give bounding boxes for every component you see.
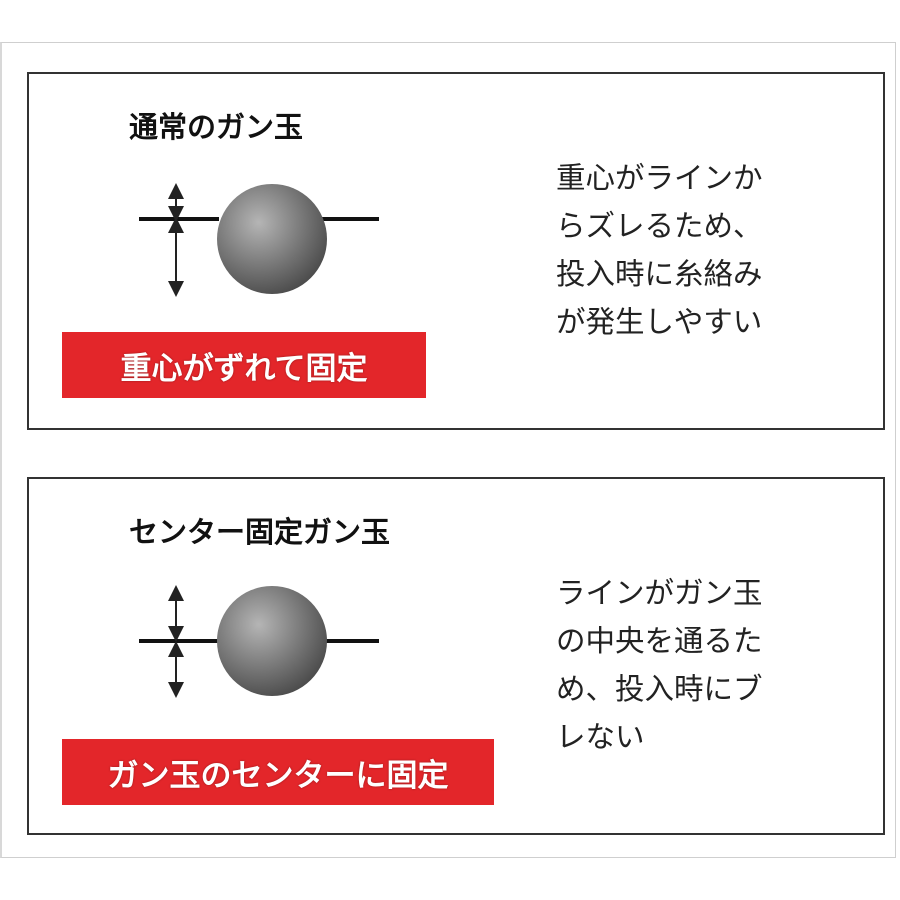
centered-sinker-diagram <box>109 579 379 719</box>
sinker-ball-icon <box>217 586 327 696</box>
panel-center-fixed-sinker: センター固定ガン玉 <box>27 477 885 835</box>
description-line: レない <box>556 720 645 754</box>
panel-normal-sinker: 通常のガン玉 <box>27 72 885 430</box>
panel-title: 通常のガン玉 <box>129 110 304 144</box>
description-text: 重心がラインか らズレるため、 投入時に糸絡み が発生しやすい <box>556 154 856 346</box>
description-line: 重心がラインか <box>556 161 763 195</box>
off-center-sinker-diagram <box>109 174 379 314</box>
description-text: ラインがガン玉 の中央を通るた め、投入時にブ レない <box>556 569 856 761</box>
description-line: が発生しやすい <box>556 305 763 339</box>
red-caption-label: ガン玉のセンターに固定 <box>62 739 494 805</box>
outer-frame <box>0 42 896 858</box>
description-line: の中央を通るた <box>556 624 763 658</box>
description-line: 投入時に糸絡み <box>556 257 763 291</box>
description-line: らズレるため、 <box>556 209 763 243</box>
sinker-ball-icon <box>217 184 327 294</box>
description-line: め、投入時にブ <box>556 672 763 706</box>
red-caption-label: 重心がずれて固定 <box>62 332 426 398</box>
panel-title: センター固定ガン玉 <box>129 515 391 549</box>
description-line: ラインがガン玉 <box>556 576 763 610</box>
